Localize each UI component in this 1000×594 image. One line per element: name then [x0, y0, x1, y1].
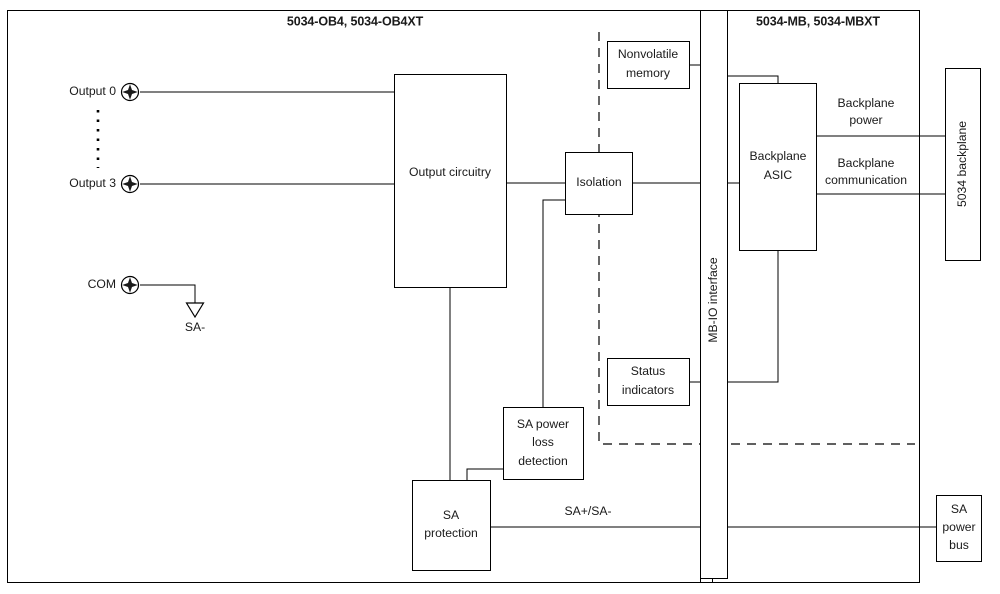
signal-label-backplane-power-line2: power	[849, 113, 882, 127]
block-label-sa-power-loss-line1: SA power	[517, 417, 569, 431]
wire-mb-io-to-asic-top	[727, 75, 779, 83]
ground-arrow-icon	[185, 302, 205, 319]
terminal-output-3-symbol[interactable]	[120, 174, 140, 194]
block-label-sa-power-bus-line1: SA	[951, 502, 968, 516]
block-backplane-asic[interactable]	[738, 82, 818, 252]
terminal-label-output-0: Output 0	[69, 84, 116, 98]
block-sa-protection[interactable]	[411, 479, 492, 572]
wire-com-to-ground	[140, 284, 196, 303]
block-nonvolatile-memory[interactable]	[606, 40, 691, 90]
terminal-com-symbol[interactable]	[120, 275, 140, 295]
signal-label-backplane-comm-line2: communication	[825, 173, 907, 187]
ground-label-sa-minus: SA-	[185, 320, 205, 334]
block-label-mb-io-interface: MB-IO interface	[706, 257, 720, 343]
signal-label-sa-bus: SA+/SA-	[564, 504, 611, 518]
wire-isolation-to-sa-power-loss	[542, 199, 565, 407]
block-output-circuitry[interactable]	[393, 73, 508, 289]
wire-sa-power-loss-to-sa-protection	[466, 468, 503, 480]
block-label-sa-power-bus-line3: bus	[949, 538, 969, 552]
block-label-sa-protection-line1: SA	[443, 508, 460, 522]
block-label-output-circuitry: Output circuitry	[409, 165, 492, 179]
terminal-label-output-3: Output 3	[69, 176, 116, 190]
block-label-sa-protection-line2: protection	[424, 526, 478, 540]
block-label-nonvolatile-memory-line2: memory	[626, 66, 671, 80]
block-label-sa-power-loss-line3: detection	[518, 454, 567, 468]
block-mb-io-interface[interactable]	[699, 9, 729, 580]
block-sa-power-loss-detection[interactable]	[502, 406, 585, 481]
wire-mb-io-to-asic-bottom	[727, 250, 779, 383]
block-label-isolation: Isolation	[576, 175, 621, 189]
block-sa-power-bus[interactable]	[935, 494, 983, 563]
block-label-sa-power-bus-line2: power	[942, 520, 975, 534]
title-io-module: 5034-OB4, 5034-OB4XT	[287, 14, 424, 28]
signal-label-backplane-power-line1: Backplane	[838, 96, 895, 110]
block-label-status-indicators-line2: indicators	[622, 383, 674, 397]
title-mb-module: 5034-MB, 5034-MBXT	[756, 14, 880, 28]
terminal-output-0-symbol[interactable]	[120, 82, 140, 102]
block-5034-backplane[interactable]	[944, 67, 982, 262]
block-label-5034-backplane: 5034 backplane	[955, 121, 969, 207]
block-label-backplane-asic-line2: ASIC	[764, 168, 793, 182]
block-label-nonvolatile-memory-line1: Nonvolatile	[618, 47, 679, 61]
block-label-status-indicators-line1: Status	[631, 364, 666, 378]
block-label-backplane-asic-line1: Backplane	[750, 149, 807, 163]
block-status-indicators[interactable]	[606, 357, 691, 407]
terminal-label-com: COM	[88, 277, 116, 291]
signal-label-backplane-comm-line1: Backplane	[838, 156, 895, 170]
block-label-sa-power-loss-line2: loss	[532, 435, 554, 449]
